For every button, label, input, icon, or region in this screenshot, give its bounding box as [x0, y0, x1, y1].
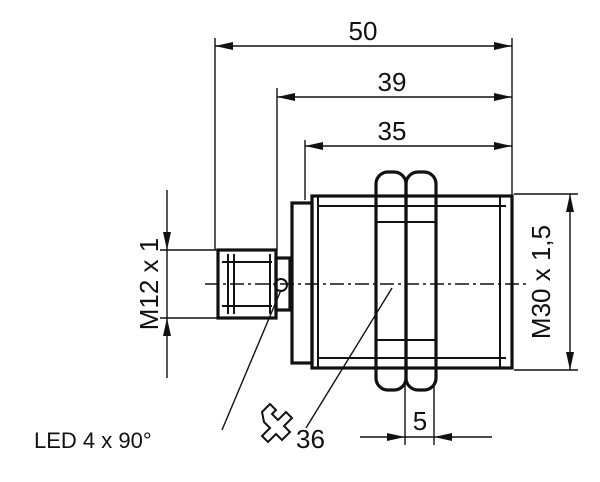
- dim-label-50: 50: [349, 16, 378, 46]
- wrench-size-label: 36: [296, 424, 325, 454]
- dim-label-39: 39: [378, 67, 407, 97]
- dim-label-35: 35: [378, 116, 407, 146]
- wrench-callout: 36: [260, 287, 393, 454]
- dimension-thread-length: 35: [305, 116, 512, 150]
- extension-lines: [160, 38, 578, 445]
- dimension-connector-thread: M12 x 1: [134, 190, 171, 378]
- sensor-body: [205, 170, 530, 392]
- led-callout: LED 4 x 90°: [34, 289, 282, 453]
- dimension-housing-thread: M30 x 1,5: [526, 194, 574, 370]
- dimension-nut-thickness: 5: [360, 406, 492, 441]
- dimension-overall-length: 50: [215, 16, 512, 50]
- nut-right: [404, 170, 438, 392]
- wrench-icon: [260, 402, 294, 444]
- dim-label-5: 5: [413, 406, 427, 436]
- dim-label-m30: M30 x 1,5: [526, 225, 556, 339]
- dimension-body-length: 39: [277, 67, 512, 101]
- led-label: LED 4 x 90°: [34, 428, 152, 453]
- dim-label-m12: M12 x 1: [134, 238, 164, 331]
